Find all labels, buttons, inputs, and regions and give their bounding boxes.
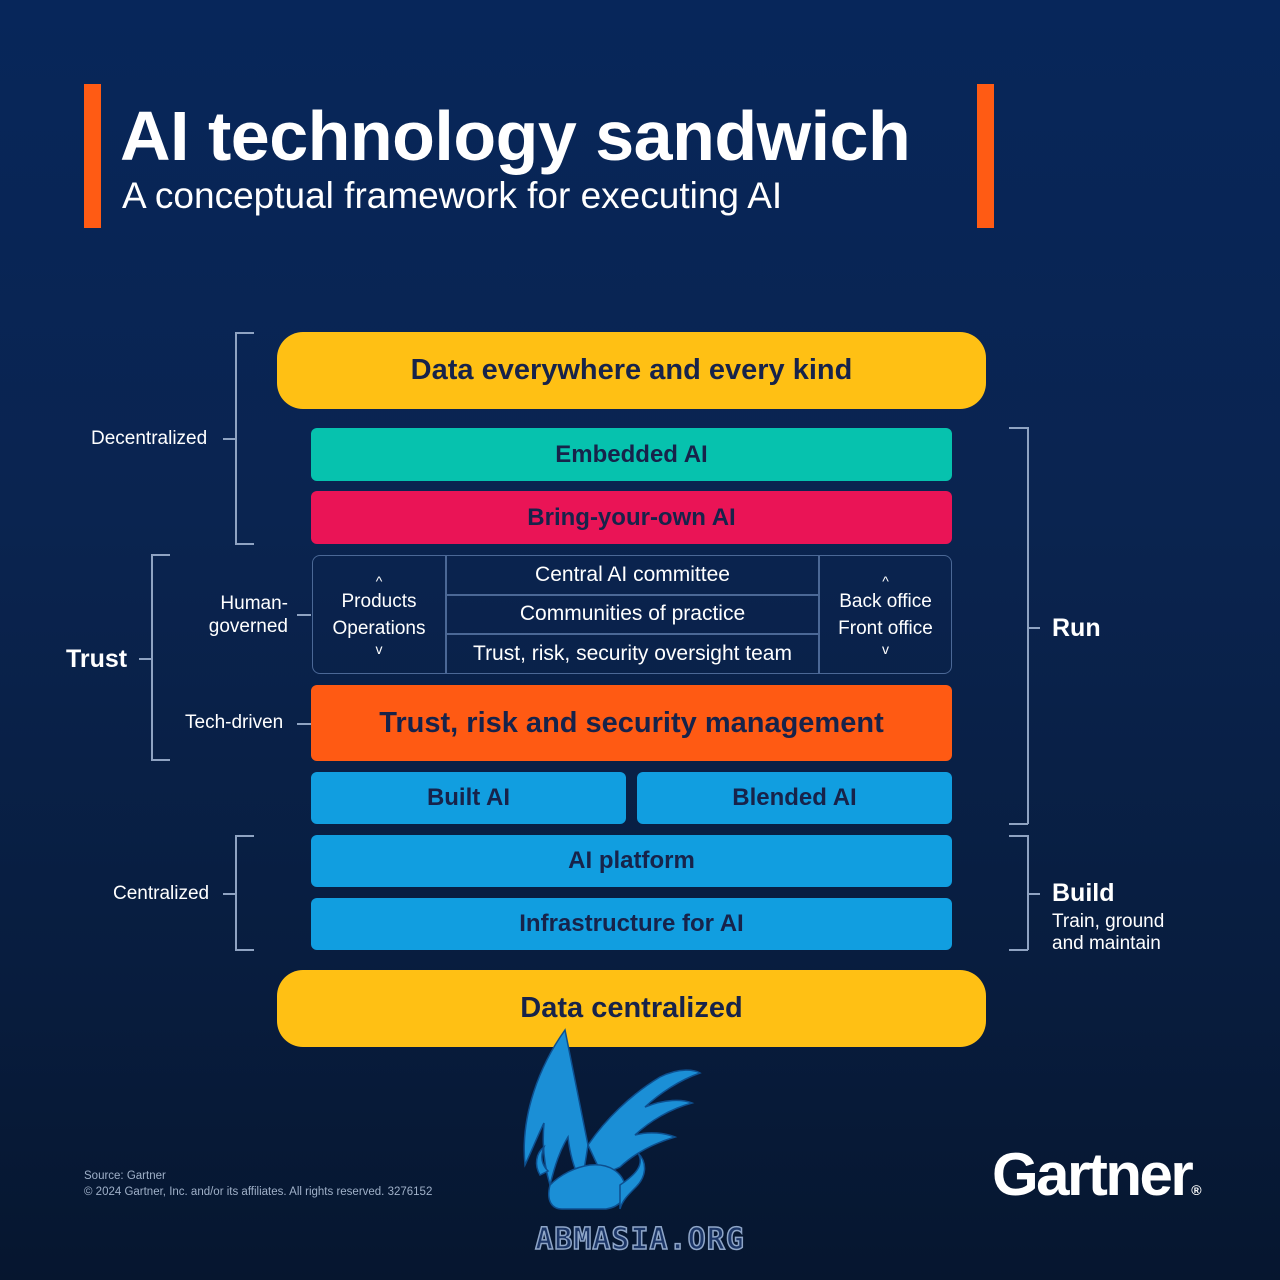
layer-bring-your-own-ai: Bring-your-own AI	[311, 491, 952, 544]
label-human-governed-line1: Human-	[220, 593, 288, 614]
griffin-watermark-icon	[510, 1025, 710, 1220]
tick-tech-driven	[297, 723, 311, 725]
caret-down-icon: v	[882, 640, 889, 657]
page-subtitle: A conceptual framework for executing AI	[122, 175, 783, 216]
label-human-governed: Human- governed	[170, 592, 288, 638]
label-decentralized: Decentralized	[91, 428, 208, 449]
tick-human-governed	[297, 614, 311, 616]
governance-operations: Operations	[332, 617, 426, 639]
governance-communities-of-practice: Communities of practice	[519, 602, 746, 625]
caret-down-icon: v	[375, 640, 383, 657]
layer-built-ai: Built AI	[311, 772, 626, 824]
copyright-note: © 2024 Gartner, Inc. and/or its affiliat…	[84, 1186, 433, 1198]
label-build-subtitle-line2: and maintain	[1052, 933, 1161, 954]
governance-central-ai-committee: Central AI committee	[535, 563, 730, 586]
watermark-text: ABMASIA.ORG	[534, 1221, 745, 1258]
governance-products: Products	[341, 590, 417, 612]
caret-up-icon: ^	[375, 572, 383, 589]
governance-products-operations: ^ Products Operations v	[313, 556, 445, 673]
label-build: Build	[1052, 879, 1115, 907]
label-build-subtitle: Train, ground and maintain	[1052, 911, 1164, 955]
layer-data-centralized: Data centralized	[277, 970, 986, 1047]
registered-mark: ®	[1191, 1182, 1202, 1198]
layer-data-everywhere: Data everywhere and every kind	[277, 332, 986, 409]
label-human-governed-line2: governed	[208, 616, 288, 637]
title-accent-bar-left	[84, 84, 101, 228]
layer-infrastructure-for-ai: Infrastructure for AI	[311, 898, 952, 950]
governance-back-front-office: ^ Back office Front office v	[820, 556, 951, 673]
page-title: AI technology sandwich	[120, 97, 911, 175]
title-accent-bar-right	[977, 84, 994, 228]
gartner-logo: Gartner®	[992, 1140, 1202, 1209]
governance-front-office: Front office	[838, 617, 933, 639]
label-run: Run	[1052, 614, 1101, 642]
label-tech-driven: Tech-driven	[185, 712, 284, 733]
layer-embedded-ai: Embedded AI	[311, 428, 952, 481]
governance-back-office: Back office	[839, 590, 932, 612]
gartner-logo-text: Gartner	[992, 1141, 1194, 1208]
governance-grid: ^ Products Operations v Central AI commi…	[312, 555, 952, 674]
layer-trust-risk-security-management: Trust, risk and security management	[311, 685, 952, 761]
label-build-subtitle-line1: Train, ground	[1052, 911, 1165, 932]
source-note: Source: Gartner	[84, 1170, 166, 1182]
label-centralized: Centralized	[113, 883, 210, 904]
caret-up-icon: ^	[882, 572, 889, 589]
label-trust: Trust	[66, 645, 128, 673]
layer-ai-platform: AI platform	[311, 835, 952, 887]
layer-blended-ai: Blended AI	[637, 772, 952, 824]
governance-oversight-team: Trust, risk, security oversight team	[473, 641, 792, 665]
